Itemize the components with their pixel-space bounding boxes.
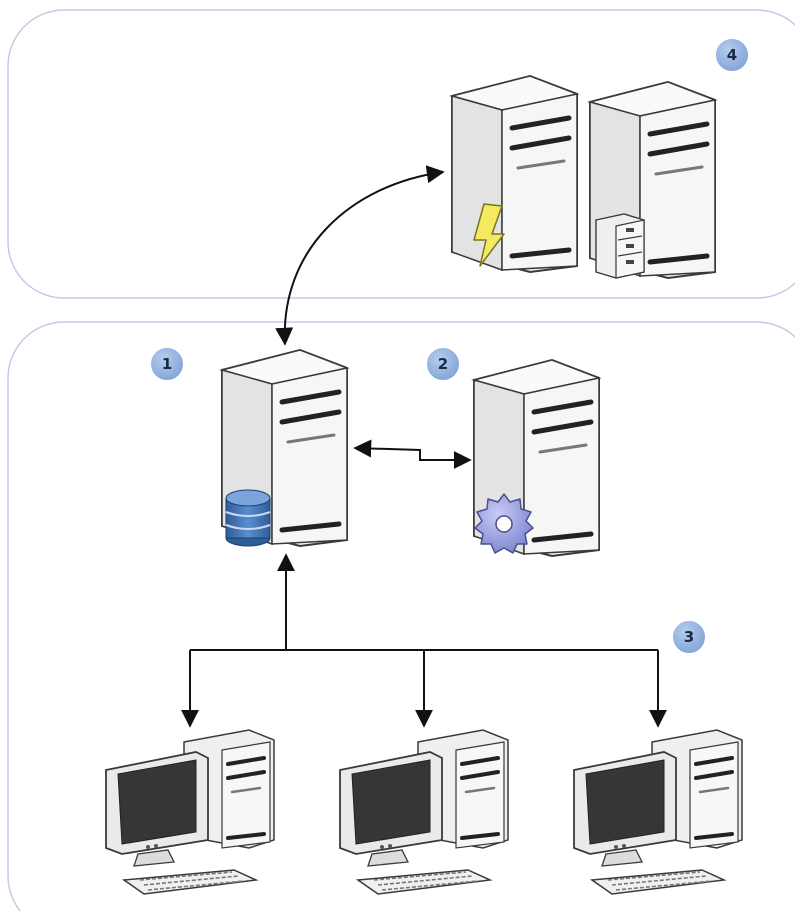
svg-text:2: 2 <box>438 355 448 373</box>
svg-text:4: 4 <box>727 46 737 64</box>
application-server[interactable] <box>474 360 599 556</box>
lightning-icon <box>473 203 505 267</box>
badge-1: 1 <box>149 346 185 382</box>
badge-4: 4 <box>714 37 750 73</box>
storage-server[interactable] <box>590 82 715 278</box>
database-icon <box>225 489 271 547</box>
badge-3: 3 <box>671 619 707 655</box>
database-server[interactable] <box>222 350 347 546</box>
svg-text:1: 1 <box>162 355 172 373</box>
file-cabinet-icon <box>595 213 645 279</box>
power-server[interactable] <box>452 76 577 272</box>
curved-connector-db-to-power-server <box>275 165 445 346</box>
gear-icon <box>474 493 534 554</box>
badge-2: 2 <box>425 346 461 382</box>
svg-text:3: 3 <box>684 628 694 646</box>
elbow-connector-db-to-app-server <box>353 439 472 469</box>
